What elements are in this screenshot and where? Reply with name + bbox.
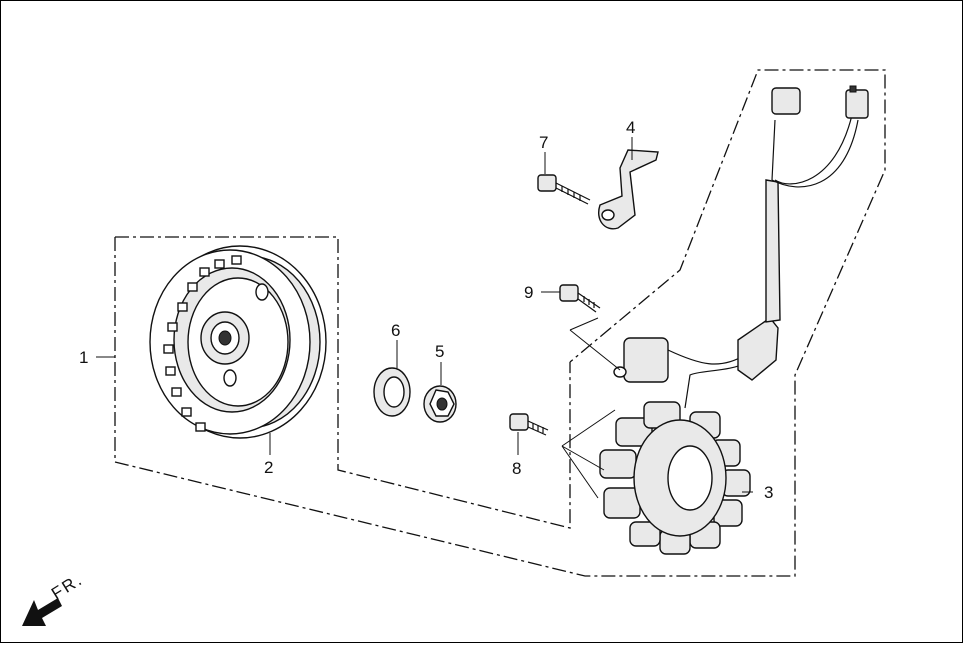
callout-9: 9 xyxy=(524,283,533,302)
callout-5: 5 xyxy=(435,342,444,361)
flywheel-rotor xyxy=(149,245,327,439)
callout-6: 6 xyxy=(391,321,400,340)
screw-8 xyxy=(509,413,549,436)
callout-3: 3 xyxy=(764,483,773,502)
washer xyxy=(373,367,411,417)
leader-lines xyxy=(96,137,753,499)
stator-assembly xyxy=(599,85,869,555)
wire-bracket xyxy=(598,149,659,230)
screw-7 xyxy=(537,174,591,205)
callout-8: 8 xyxy=(512,459,521,478)
flywheel-group-boundary xyxy=(115,236,571,529)
arrow-down-left-icon xyxy=(22,598,62,626)
callout-4: 4 xyxy=(626,118,635,137)
direction-label: FR. xyxy=(48,570,86,604)
callout-2: 2 xyxy=(264,458,273,477)
flywheel-group-boundary-left xyxy=(114,69,886,577)
callout-1: 1 xyxy=(79,348,88,367)
flange-nut xyxy=(423,385,457,423)
screw-9 xyxy=(559,284,601,313)
callout-7: 7 xyxy=(539,133,548,152)
